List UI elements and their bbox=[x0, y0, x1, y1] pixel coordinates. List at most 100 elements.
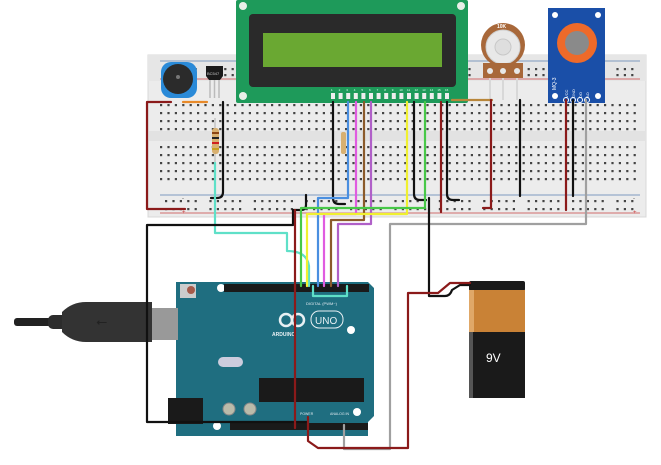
breadboard-hole bbox=[396, 128, 399, 131]
wire-yellow-lcd[interactable] bbox=[305, 100, 409, 288]
breadboard-hole bbox=[507, 170, 510, 173]
wire-purple-lcd[interactable] bbox=[336, 100, 373, 288]
breadboard-hole bbox=[515, 154, 518, 157]
breadboard-hole bbox=[611, 128, 614, 131]
breadboard-hole bbox=[441, 178, 444, 181]
wire-red-left-rail[interactable] bbox=[145, 100, 187, 211]
breadboard-hole bbox=[197, 120, 200, 123]
breadboard-hole bbox=[515, 128, 518, 131]
breadboard-hole bbox=[330, 112, 333, 115]
breadboard-hole bbox=[285, 146, 288, 149]
wire-cyan-digital[interactable] bbox=[311, 284, 349, 298]
reset-button[interactable] bbox=[187, 286, 195, 294]
breadboard-hole bbox=[367, 162, 370, 165]
breadboard-hole bbox=[470, 104, 473, 107]
breadboard-hole bbox=[522, 154, 525, 157]
breadboard-hole bbox=[234, 162, 237, 165]
breadboard-hole bbox=[527, 74, 530, 77]
wire-brown-lcd[interactable] bbox=[329, 100, 366, 288]
breadboard-hole bbox=[239, 208, 242, 211]
breadboard-hole bbox=[522, 162, 525, 165]
wire-black-gnd[interactable] bbox=[145, 193, 309, 424]
lcd-pin bbox=[346, 93, 351, 99]
breadboard-hole bbox=[300, 162, 303, 165]
usb-port[interactable] bbox=[152, 308, 178, 340]
wire-red-battery[interactable] bbox=[306, 281, 472, 450]
wire-black-transistor[interactable] bbox=[209, 100, 225, 200]
breadboard-hole bbox=[493, 120, 496, 123]
wire-gray-sensor-ao[interactable] bbox=[342, 98, 588, 451]
transistor[interactable]: BC547 bbox=[206, 66, 223, 98]
breadboard-hole bbox=[359, 162, 362, 165]
breadboard-hole bbox=[522, 104, 525, 107]
wire-black-battery[interactable] bbox=[427, 196, 472, 298]
breadboard-hole bbox=[389, 170, 392, 173]
breadboard-hole bbox=[470, 112, 473, 115]
breadboard-hole bbox=[182, 154, 185, 157]
breadboard-hole bbox=[231, 200, 234, 203]
breadboard-hole bbox=[389, 154, 392, 157]
breadboard-hole bbox=[441, 112, 444, 115]
breadboard-hole bbox=[574, 112, 577, 115]
breadboard-hole bbox=[468, 68, 471, 71]
breadboard-hole bbox=[419, 154, 422, 157]
breadboard-hole bbox=[589, 162, 592, 165]
arduino-model-text: UNO bbox=[315, 316, 337, 327]
breadboard-hole bbox=[483, 200, 486, 203]
lcd-pin-label: 4 bbox=[354, 88, 356, 92]
battery-9v[interactable]: 9V bbox=[469, 281, 525, 398]
lcd-pin bbox=[369, 93, 373, 99]
breadboard-hole bbox=[507, 162, 510, 165]
breadboard-hole bbox=[271, 146, 274, 149]
wire-red-pot[interactable] bbox=[481, 98, 493, 210]
breadboard-hole bbox=[552, 112, 555, 115]
breadboard-hole bbox=[226, 120, 229, 123]
breadboard-hole bbox=[567, 112, 570, 115]
potentiometer[interactable]: 10K bbox=[481, 23, 525, 100]
breadboard-hole bbox=[426, 128, 429, 131]
breadboard-hole bbox=[283, 208, 286, 211]
breadboard-hole bbox=[522, 178, 525, 181]
mq3-gas-sensor[interactable]: MQ-3 bbox=[548, 8, 605, 103]
breadboard-hole bbox=[623, 74, 626, 77]
breadboard-hole bbox=[448, 170, 451, 173]
breadboard-hole bbox=[359, 112, 362, 115]
breadboard-hole bbox=[446, 200, 449, 203]
arduino-uno[interactable]: DIGITAL (PWM~) ARDUINO UNO POWER ANALOG … bbox=[152, 282, 374, 436]
wire-black-lcd3[interactable] bbox=[445, 100, 461, 202]
breadboard-hole bbox=[515, 170, 518, 173]
breadboard-hole bbox=[219, 112, 222, 115]
breadboard-hole bbox=[189, 112, 192, 115]
dc-jack[interactable] bbox=[168, 398, 203, 424]
wire-green-lcd[interactable] bbox=[299, 100, 427, 288]
wires bbox=[145, 98, 588, 451]
buzzer[interactable] bbox=[161, 62, 197, 98]
breadboard-hole bbox=[537, 120, 540, 123]
breadboard-hole bbox=[322, 120, 325, 123]
rail-plus-label-right: + bbox=[633, 210, 637, 216]
breadboard-hole bbox=[248, 104, 251, 107]
breadboard-hole bbox=[182, 162, 185, 165]
breadboard-hole bbox=[507, 112, 510, 115]
wire-black-lcd2[interactable] bbox=[412, 100, 428, 202]
resistor[interactable] bbox=[212, 118, 219, 163]
breadboard-hole bbox=[537, 162, 540, 165]
breadboard-hole bbox=[530, 178, 533, 181]
breadboard-hole bbox=[396, 146, 399, 149]
breadboard-hole bbox=[231, 68, 234, 71]
usb-cable[interactable]: ⭠ bbox=[14, 302, 152, 342]
breadboard-hole bbox=[350, 200, 353, 203]
breadboard-hole bbox=[322, 178, 325, 181]
breadboard-hole bbox=[263, 120, 266, 123]
breadboard-hole bbox=[300, 178, 303, 181]
breadboard-hole bbox=[285, 104, 288, 107]
breadboard-hole bbox=[470, 146, 473, 149]
breadboard-hole bbox=[441, 154, 444, 157]
resistor-2[interactable] bbox=[341, 132, 346, 154]
wire-blue-lcd[interactable] bbox=[316, 100, 350, 288]
breadboard-hole bbox=[549, 200, 552, 203]
sensor-pin-do: DO bbox=[578, 92, 583, 98]
wire-cyan-resistor[interactable] bbox=[213, 161, 311, 288]
breadboard-hole bbox=[330, 154, 333, 157]
